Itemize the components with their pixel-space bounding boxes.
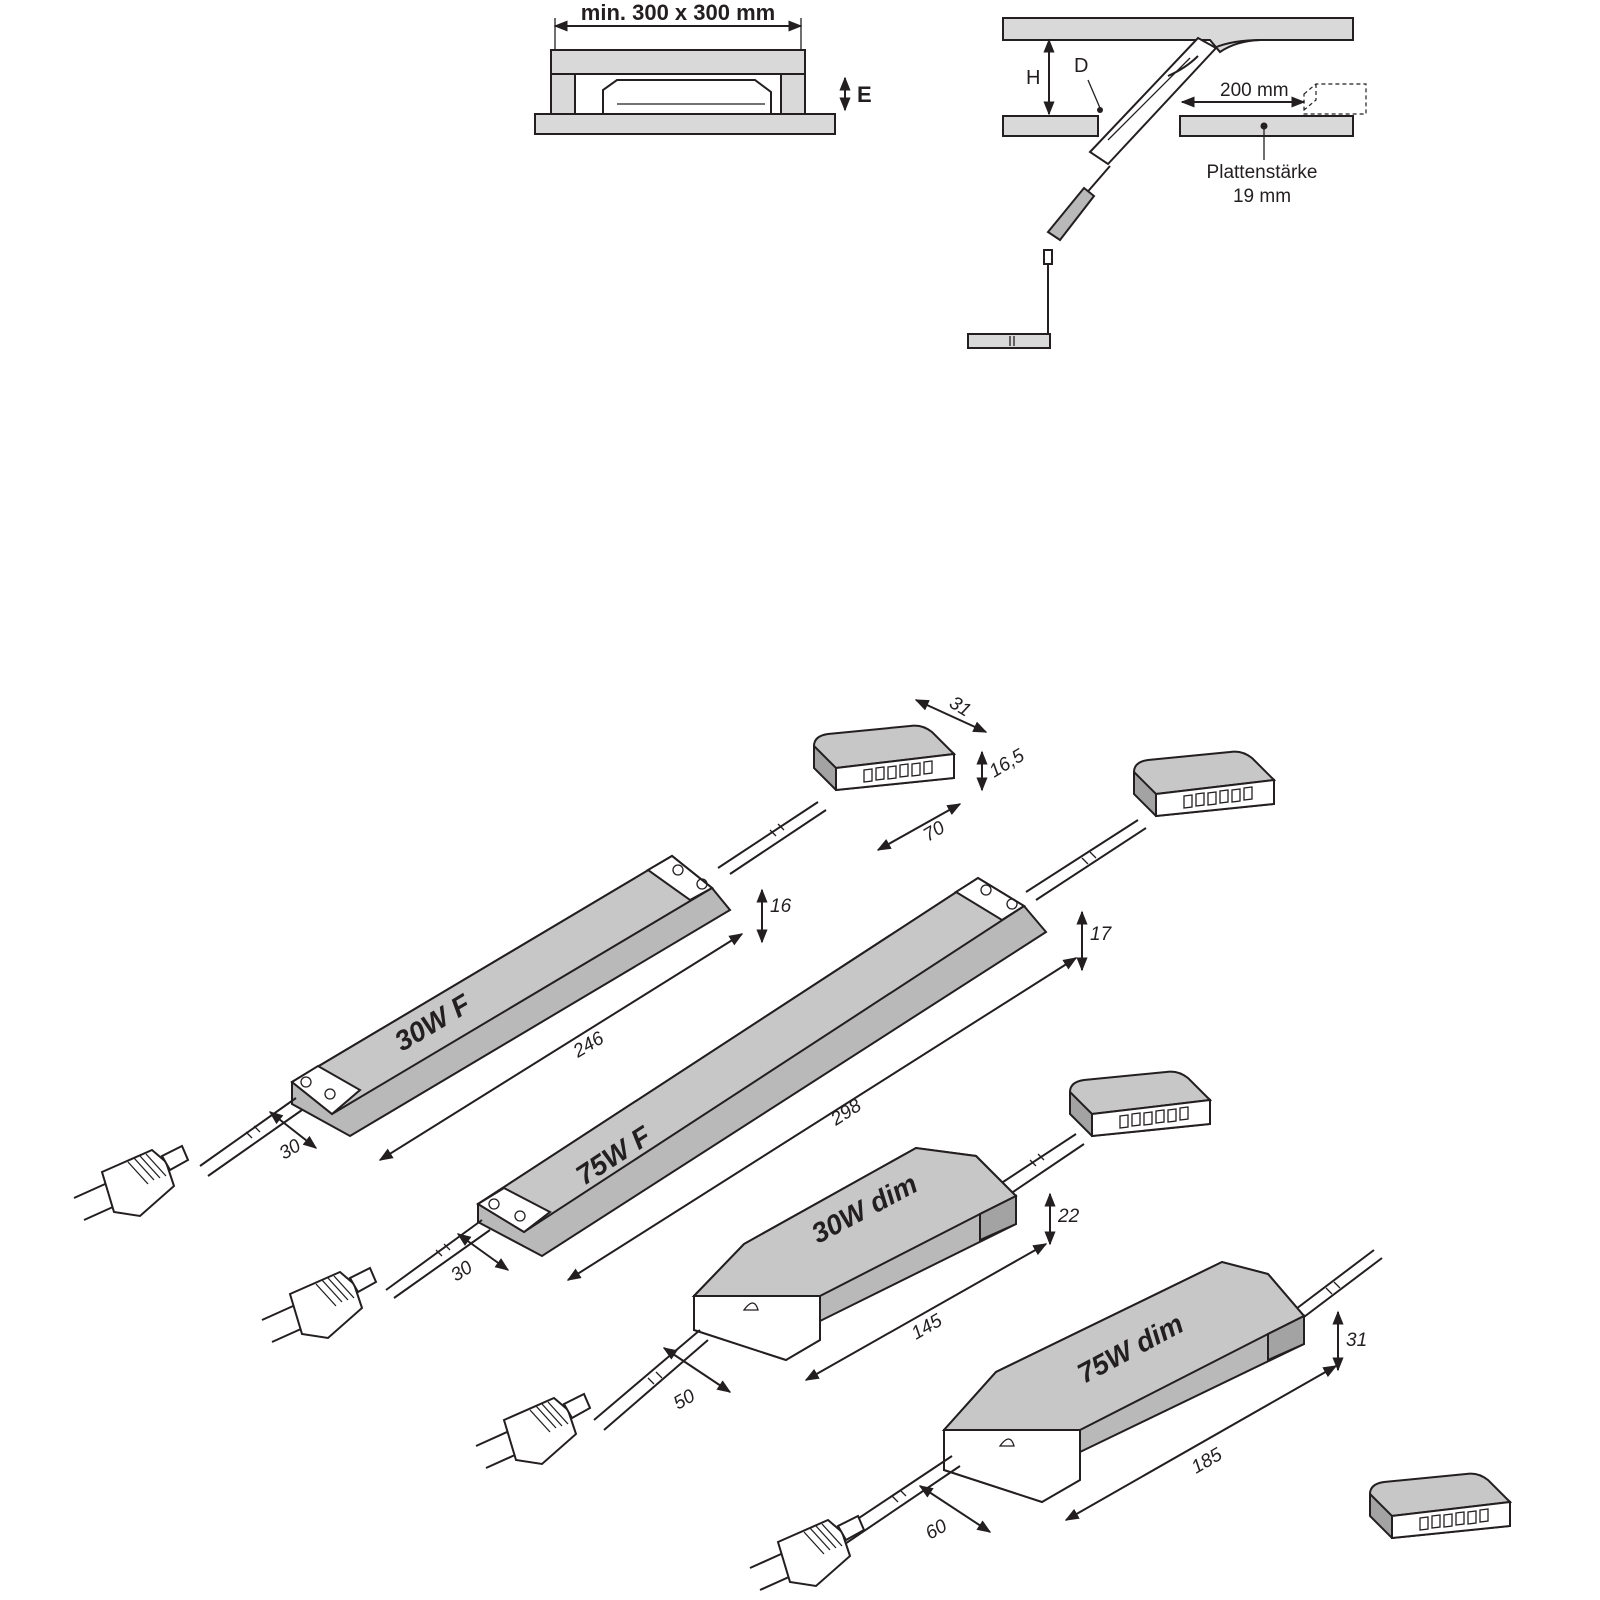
height-dimension: 17 <box>1090 924 1113 945</box>
distributor-height: 16,5 <box>986 745 1029 782</box>
height-dimension: 31 <box>1346 1330 1367 1351</box>
cable-dimension: 50 <box>670 1385 699 1414</box>
euro-plug <box>73 1145 189 1221</box>
euro-plug <box>475 1393 591 1469</box>
length-dimension: 246 <box>569 1028 608 1063</box>
thickness-label: Plattenstärke <box>1207 162 1318 183</box>
led-distributor <box>1369 1472 1511 1539</box>
e-label: E <box>857 82 872 107</box>
euro-plug <box>261 1267 377 1343</box>
upper-panel <box>1002 17 1354 54</box>
min-size-label: min. 300 x 300 mm <box>581 0 775 25</box>
cable-dimension: 30 <box>276 1135 305 1164</box>
led-distributor <box>813 724 955 791</box>
bottom-panel <box>534 113 836 135</box>
tilted-installation-diagram: H D 200 mm Plattenstärke 19 mm <box>967 17 1367 349</box>
height-dimension: 16 <box>770 896 792 917</box>
d-label: D <box>1074 55 1088 77</box>
cable-dimension: 30 <box>447 1257 477 1286</box>
product-30w-dim: 30W dim 145 22 50 <box>475 1070 1211 1469</box>
thickness-value: 19 mm <box>1233 186 1291 207</box>
length-dimension: 185 <box>1188 1444 1226 1478</box>
length-dimension: 145 <box>908 1310 946 1344</box>
product-75w-f: 75W F 298 17 30 <box>261 750 1275 1343</box>
euro-plug <box>749 1515 865 1591</box>
led-distributor <box>1133 750 1275 817</box>
cable-dimension: 60 <box>922 1515 951 1544</box>
distance-label: 200 mm <box>1220 80 1289 101</box>
height-dimension: 22 <box>1057 1206 1080 1227</box>
top-panel <box>550 49 806 75</box>
product-75w-dim: 75W dim 185 31 60 <box>749 1249 1511 1591</box>
length-dimension: 298 <box>826 1095 865 1131</box>
flat-installation-diagram: min. 300 x 300 mm E <box>534 0 872 135</box>
h-label: H <box>1026 67 1040 89</box>
distributor-length: 70 <box>920 817 949 846</box>
led-distributor <box>1069 1070 1211 1137</box>
driver-unit-flat <box>602 79 772 115</box>
distributor-width: 31 <box>945 692 974 721</box>
